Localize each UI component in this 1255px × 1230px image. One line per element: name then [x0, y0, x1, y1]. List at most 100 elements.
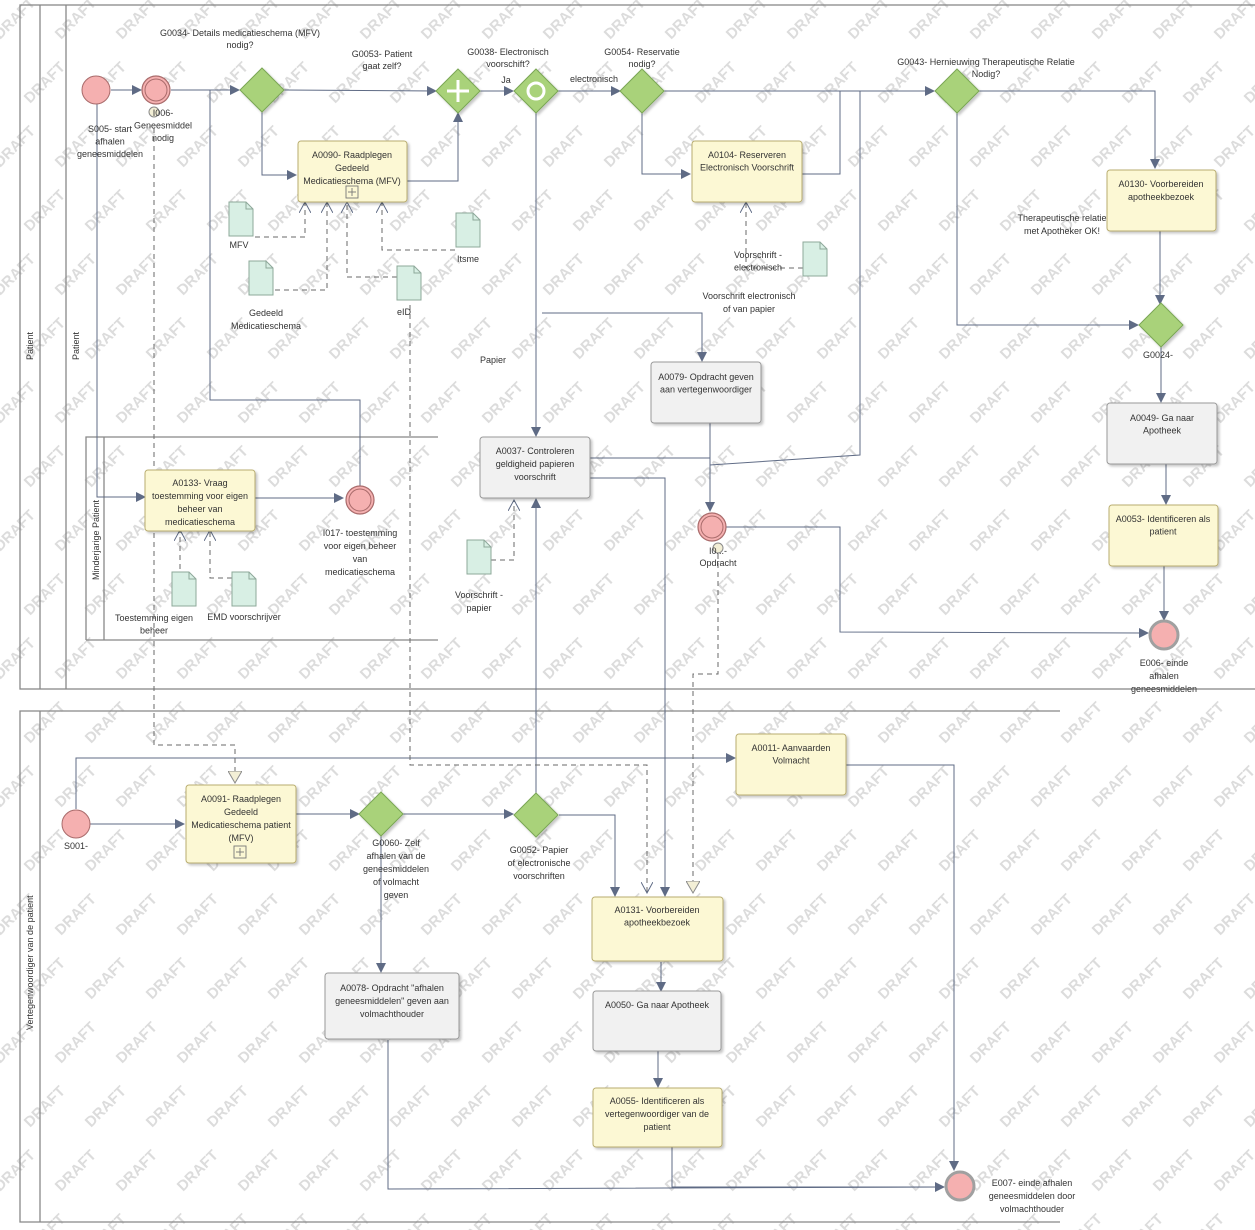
gateway-markers — [447, 80, 546, 102]
task-a0090 — [297, 140, 408, 203]
watermark-text: DRAFT — [174, 635, 222, 683]
watermark-text: DRAFT — [936, 955, 984, 1003]
watermark-text: DRAFT — [296, 763, 344, 811]
watermark-text: DRAFT — [113, 1019, 161, 1067]
gateway-g0034 — [239, 67, 285, 113]
watermark-text: DRAFT — [1180, 1211, 1228, 1230]
watermark-text: DRAFT — [662, 763, 710, 811]
watermark-text: DRAFT — [1241, 315, 1255, 363]
watermark-text: DRAFT — [1058, 1083, 1106, 1131]
task-a0078 — [324, 972, 460, 1040]
task-a0133 — [144, 469, 256, 532]
watermark-text: DRAFT — [845, 1019, 893, 1067]
watermark-text: DRAFT — [387, 1211, 435, 1230]
watermark-text: DRAFT — [235, 379, 283, 427]
watermark-text: DRAFT — [387, 1083, 435, 1131]
watermark-text: DRAFT — [418, 123, 466, 171]
watermark-text: DRAFT — [723, 891, 771, 939]
watermark-text: DRAFT — [1150, 763, 1198, 811]
task-a0011 — [735, 733, 847, 796]
watermark-text: DRAFT — [967, 0, 1015, 43]
watermark-text: DRAFT — [479, 763, 527, 811]
label-mfv: MFV — [230, 240, 249, 250]
watermark-text: DRAFT — [814, 827, 862, 875]
watermark-text: DRAFT — [1211, 891, 1255, 939]
watermark-text: DRAFT — [570, 187, 618, 235]
watermark-text: DRAFT — [479, 1147, 527, 1195]
gateway-g0060 — [358, 791, 404, 837]
watermark-text: DRAFT — [967, 507, 1015, 555]
watermark-text: DRAFT — [540, 1147, 588, 1195]
watermark-text: DRAFT — [753, 571, 801, 619]
watermark-text: DRAFT — [631, 699, 679, 747]
document-icon — [171, 571, 197, 607]
watermark-text: DRAFT — [631, 1211, 679, 1230]
watermark-text: DRAFT — [845, 123, 893, 171]
watermark-text: DRAFT — [235, 123, 283, 171]
document-icon — [466, 539, 492, 575]
watermark-text: DRAFT — [143, 315, 191, 363]
label-electronisch: electronisch — [570, 74, 618, 84]
document-icon — [228, 201, 254, 237]
watermark-text: DRAFT — [631, 443, 679, 491]
watermark-text: DRAFT — [21, 827, 69, 875]
watermark-text: DRAFT — [387, 315, 435, 363]
watermark-text: DRAFT — [1028, 507, 1076, 555]
watermark-text: DRAFT — [1119, 571, 1167, 619]
watermark-text: DRAFT — [509, 1083, 557, 1131]
watermark-text: DRAFT — [1028, 123, 1076, 171]
watermark-text: DRAFT — [326, 699, 374, 747]
watermark-text: DRAFT — [174, 891, 222, 939]
watermark-text: DRAFT — [875, 955, 923, 1003]
watermark-text: DRAFT — [1241, 443, 1255, 491]
watermark-text: DRAFT — [601, 0, 649, 43]
event-i006 — [141, 75, 171, 105]
watermark-text: DRAFT — [326, 443, 374, 491]
pool-representative — [19, 710, 1060, 1223]
watermark-text: DRAFT — [753, 315, 801, 363]
watermark-text: DRAFT — [235, 1147, 283, 1195]
watermark-text: DRAFT — [936, 315, 984, 363]
watermark-text: DRAFT — [113, 763, 161, 811]
watermark-text: DRAFT — [1211, 635, 1255, 683]
task-a0079 — [650, 361, 762, 424]
label-vs_pap: Voorschrift -papier — [455, 590, 503, 613]
watermark-text: DRAFT — [1058, 827, 1106, 875]
watermark-text: DRAFT — [906, 1019, 954, 1067]
watermark-text: DRAFT — [204, 1211, 252, 1230]
watermark-text: DRAFT — [540, 891, 588, 939]
watermark-text: DRAFT — [601, 635, 649, 683]
watermark-text: DRAFT — [967, 123, 1015, 171]
watermark-text: DRAFT — [1028, 763, 1076, 811]
watermark-text: DRAFT — [1058, 443, 1106, 491]
watermark-text: DRAFT — [418, 635, 466, 683]
watermark-text: DRAFT — [265, 443, 313, 491]
watermark-text: DRAFT — [1180, 59, 1228, 107]
watermark-text: DRAFT — [387, 443, 435, 491]
watermark-text: DRAFT — [1211, 763, 1255, 811]
watermark-text: DRAFT — [1241, 187, 1255, 235]
watermark-text: DRAFT — [326, 571, 374, 619]
watermark-text: DRAFT — [265, 955, 313, 1003]
event-s001 — [61, 809, 91, 839]
task-a0055 — [592, 1087, 723, 1148]
watermark-text: DRAFT — [936, 1083, 984, 1131]
watermark-text: DRAFT — [82, 1211, 130, 1230]
watermark-text: DRAFT — [1180, 571, 1228, 619]
label-papier: Papier — [480, 355, 506, 365]
label-g0043: G0043- Hernieuwing Therapeutische Relati… — [897, 57, 1074, 79]
watermark-text: DRAFT — [997, 699, 1045, 747]
watermark-text: DRAFT — [1241, 1083, 1255, 1131]
watermark-text: DRAFT — [662, 0, 710, 43]
watermark-text: DRAFT — [967, 1019, 1015, 1067]
watermark-text: DRAFT — [784, 1019, 832, 1067]
watermark-text: DRAFT — [967, 891, 1015, 939]
